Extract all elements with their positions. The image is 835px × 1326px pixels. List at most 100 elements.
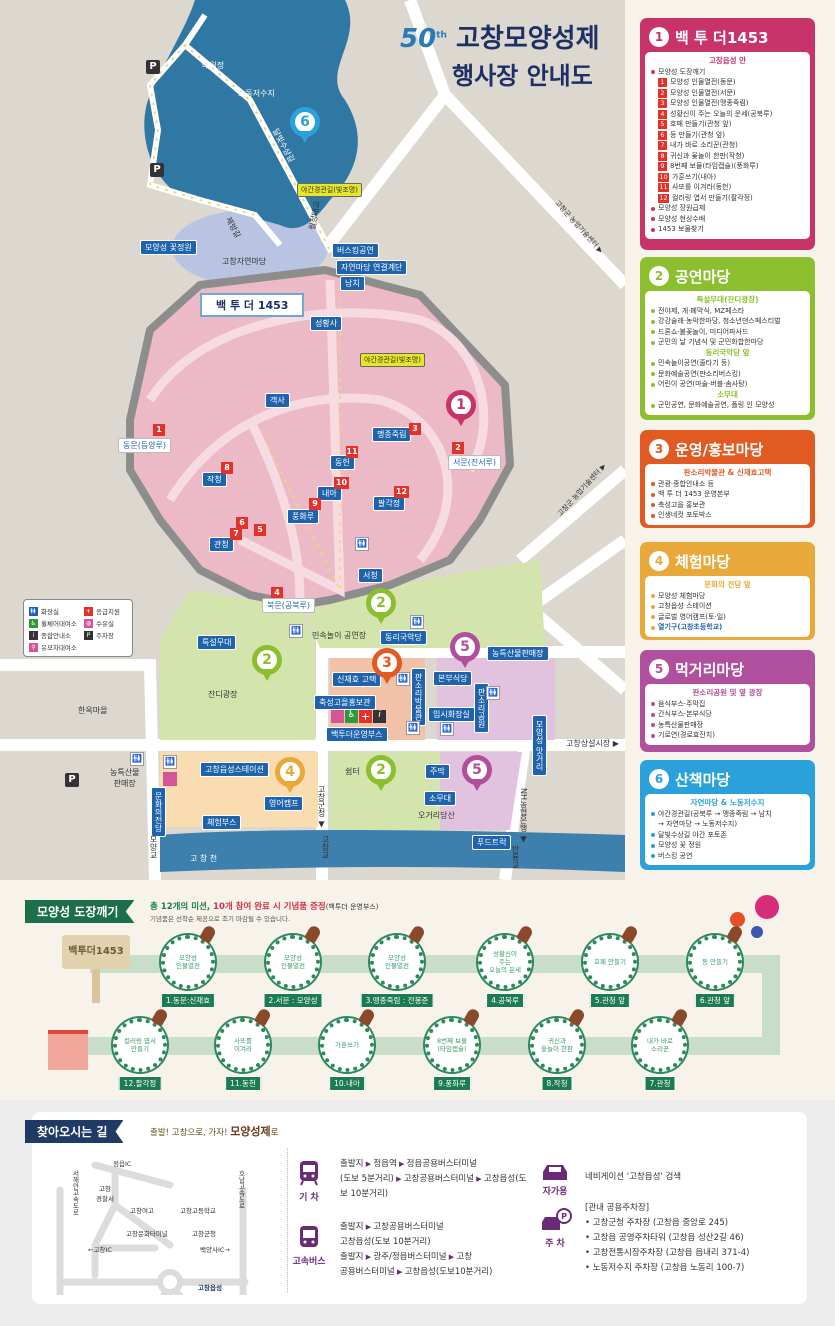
mission-stamp[interactable]: 등 만들기 [688, 935, 742, 989]
bullet-icon [651, 594, 655, 598]
bus-label: 고속버스 [292, 1257, 326, 1267]
bullet-icon [651, 604, 655, 609]
label-experience-booth: 체험부스 [202, 815, 242, 830]
zone-item-text: 8번째 보물(타임캡슐)(풍화루) [670, 162, 759, 170]
mission-number: 8 [221, 462, 233, 474]
bus-route: 출발지 ▶ 고창공용버스터미널 고창읍성(도보 10분거리)출발지 ▶ 광주/정… [340, 1220, 540, 1280]
zone-pin-3[interactable]: 3 [372, 648, 402, 684]
mission-number: 5 [254, 524, 266, 536]
zone-item-text: 백 투 더 1453 운영본부 [658, 490, 730, 498]
zone-item-text: 전야제, 개·폐막식, MZ페스타 [658, 306, 745, 315]
zone-item-text: 열기구(고창초등학교) [658, 623, 723, 631]
zone-item-text: 내가 바로 소리꾼(관청) [670, 141, 738, 149]
mission-badge: 8 [658, 151, 667, 161]
mission-badge: 5 [658, 120, 667, 129]
label-farm-market-right: 농특산물판매장 [487, 646, 549, 661]
route-step: 정읍공용버스터미널 (도보 5분거리) [340, 1159, 478, 1184]
zone-item: 글로벌 영어캠프(토·일) [651, 612, 804, 623]
mission-stamp[interactable]: 호패 만들기 [583, 935, 637, 989]
zone-pin-1[interactable]: 1 [446, 390, 476, 426]
label-promo-hall: 축성고을홍보관 [314, 695, 376, 710]
zone-item: 1453 보물찾기 [651, 224, 804, 235]
directions-header: 찾아오시는 길 [25, 1120, 124, 1143]
map-police: 고창 경찰서 [96, 1185, 114, 1203]
zone-item: 축성고을 홍보관 [651, 500, 804, 511]
mission-stamp[interactable]: 모양성 인물열전 [370, 935, 424, 989]
label-food-street: 모양성 맛거리 [532, 715, 547, 776]
parking-icon: P [146, 60, 160, 74]
label-food-truck: 푸드트럭 [472, 835, 512, 850]
bullet-icon [651, 625, 655, 630]
label-market-direction: 고창상설시장 ▶ [566, 739, 619, 748]
zone-pin-5[interactable]: 5 [462, 755, 492, 791]
mission-stamp[interactable]: 귀신과 윷놀이 한판 [530, 1018, 584, 1072]
zone-item-text: 농특산물판매장 [658, 720, 704, 729]
svg-text:P: P [561, 1212, 567, 1221]
sign-post [92, 969, 100, 1003]
map-terminal: 고창문화터미널 [126, 1230, 168, 1238]
zone-item-text: 글로벌 영어캠프(토·일) [658, 612, 726, 621]
mission-stamp[interactable]: 모양성 인물열전 [161, 935, 215, 989]
mission-stamp[interactable]: 가훈쓰기 [320, 1018, 374, 1072]
nursing-room-icon: ◍ [84, 618, 93, 628]
route-step: 고창공용버스터미널 고창읍성(도보 10분거리) [340, 1222, 444, 1247]
zone-item-text: 군민의 날 기념식 및 군민화합한마당 [658, 338, 764, 346]
label-maengjong: 맹종죽림 [372, 427, 412, 442]
bullet-icon [651, 309, 655, 313]
zone-pin-4[interactable]: 4 [275, 757, 305, 793]
mission-stamp[interactable]: 사또를 이겨라 [216, 1018, 270, 1072]
zone-pin-5[interactable]: 5 [450, 632, 480, 668]
zone-pin-2[interactable]: 2 [366, 588, 396, 624]
mission-stamp[interactable]: 내가 바로 소리꾼 [633, 1018, 687, 1072]
label-gochang-bridge: 고창교 [321, 835, 330, 859]
mission-stamp[interactable]: 모양성 인물열전 [266, 935, 320, 989]
zone-pin-2[interactable]: 2 [252, 645, 282, 681]
legend-label: 종합안내소 [41, 632, 71, 640]
zone-item-text: 간식부스·본부식당 [658, 710, 712, 718]
parking-label: 주 차 [545, 1239, 565, 1249]
map-gochang-ic: ←고창IC [88, 1246, 112, 1254]
label-shelter: 쉼터 [345, 767, 360, 776]
label-small-stage: 소무대 [424, 791, 457, 806]
stamp-text: 8번째 보물 (타임캡슐) [436, 1037, 468, 1053]
zone-pin-2[interactable]: 2 [366, 755, 396, 791]
facility-icons: ♿ + i [331, 710, 386, 723]
restroom-icon: 🚻 [130, 752, 144, 766]
road-agri-center-2 [516, 465, 625, 565]
bullet-icon [651, 492, 655, 497]
mission-badge: 1 [658, 78, 667, 87]
mission-location-label: 7.관청 [644, 1076, 676, 1091]
stamp-text: 호패 만들기 [594, 958, 626, 966]
mission-stamp[interactable]: 8번째 보물 (타임캡슐) [425, 1018, 479, 1072]
mission-stamp[interactable]: 컬러링 엽서 만들기 [113, 1018, 167, 1072]
arrow-icon: ▶ [396, 1160, 407, 1168]
zone-pin-6[interactable]: 6 [290, 107, 320, 143]
gochang-stream [160, 830, 625, 872]
zone-item: 군민의 날 기념식 및 군민화합한마당 [651, 337, 804, 348]
bullet-icon [651, 206, 655, 211]
label-farm-market-left: 농특산물 판매장 [110, 768, 140, 788]
label-county-office: 고창군청 ▼ [317, 785, 326, 829]
mission-stamp[interactable]: 성황신이 주는 오늘의 운세 [478, 935, 532, 989]
zone-title: 공연마당 [675, 267, 731, 286]
route-step: 고창읍성(도보10분거리) [404, 1267, 493, 1277]
zone-location: 특설무대(잔디광장) [696, 295, 759, 304]
legend-item: ⚲유모차대여소 [29, 642, 77, 652]
bullet-icon [651, 330, 655, 334]
festival-map: 50th 고창모양성제 행사장 안내도 P P P 매월정 노동저수지 달빛수상… [0, 0, 625, 880]
stamp-text: 모양성 인물열전 [281, 954, 305, 970]
stamp-text: 모양성 인물열전 [176, 954, 200, 970]
label-pansori-museum: 판소리박물관 [411, 668, 426, 726]
first-aid-icon: + [84, 606, 93, 616]
label-west-gate: 서문(진서루) [448, 455, 502, 470]
mission-number: 3 [409, 423, 421, 435]
bullet-icon [651, 482, 655, 486]
map-baegyangsa-ic: 백양사IC→ [200, 1246, 230, 1254]
